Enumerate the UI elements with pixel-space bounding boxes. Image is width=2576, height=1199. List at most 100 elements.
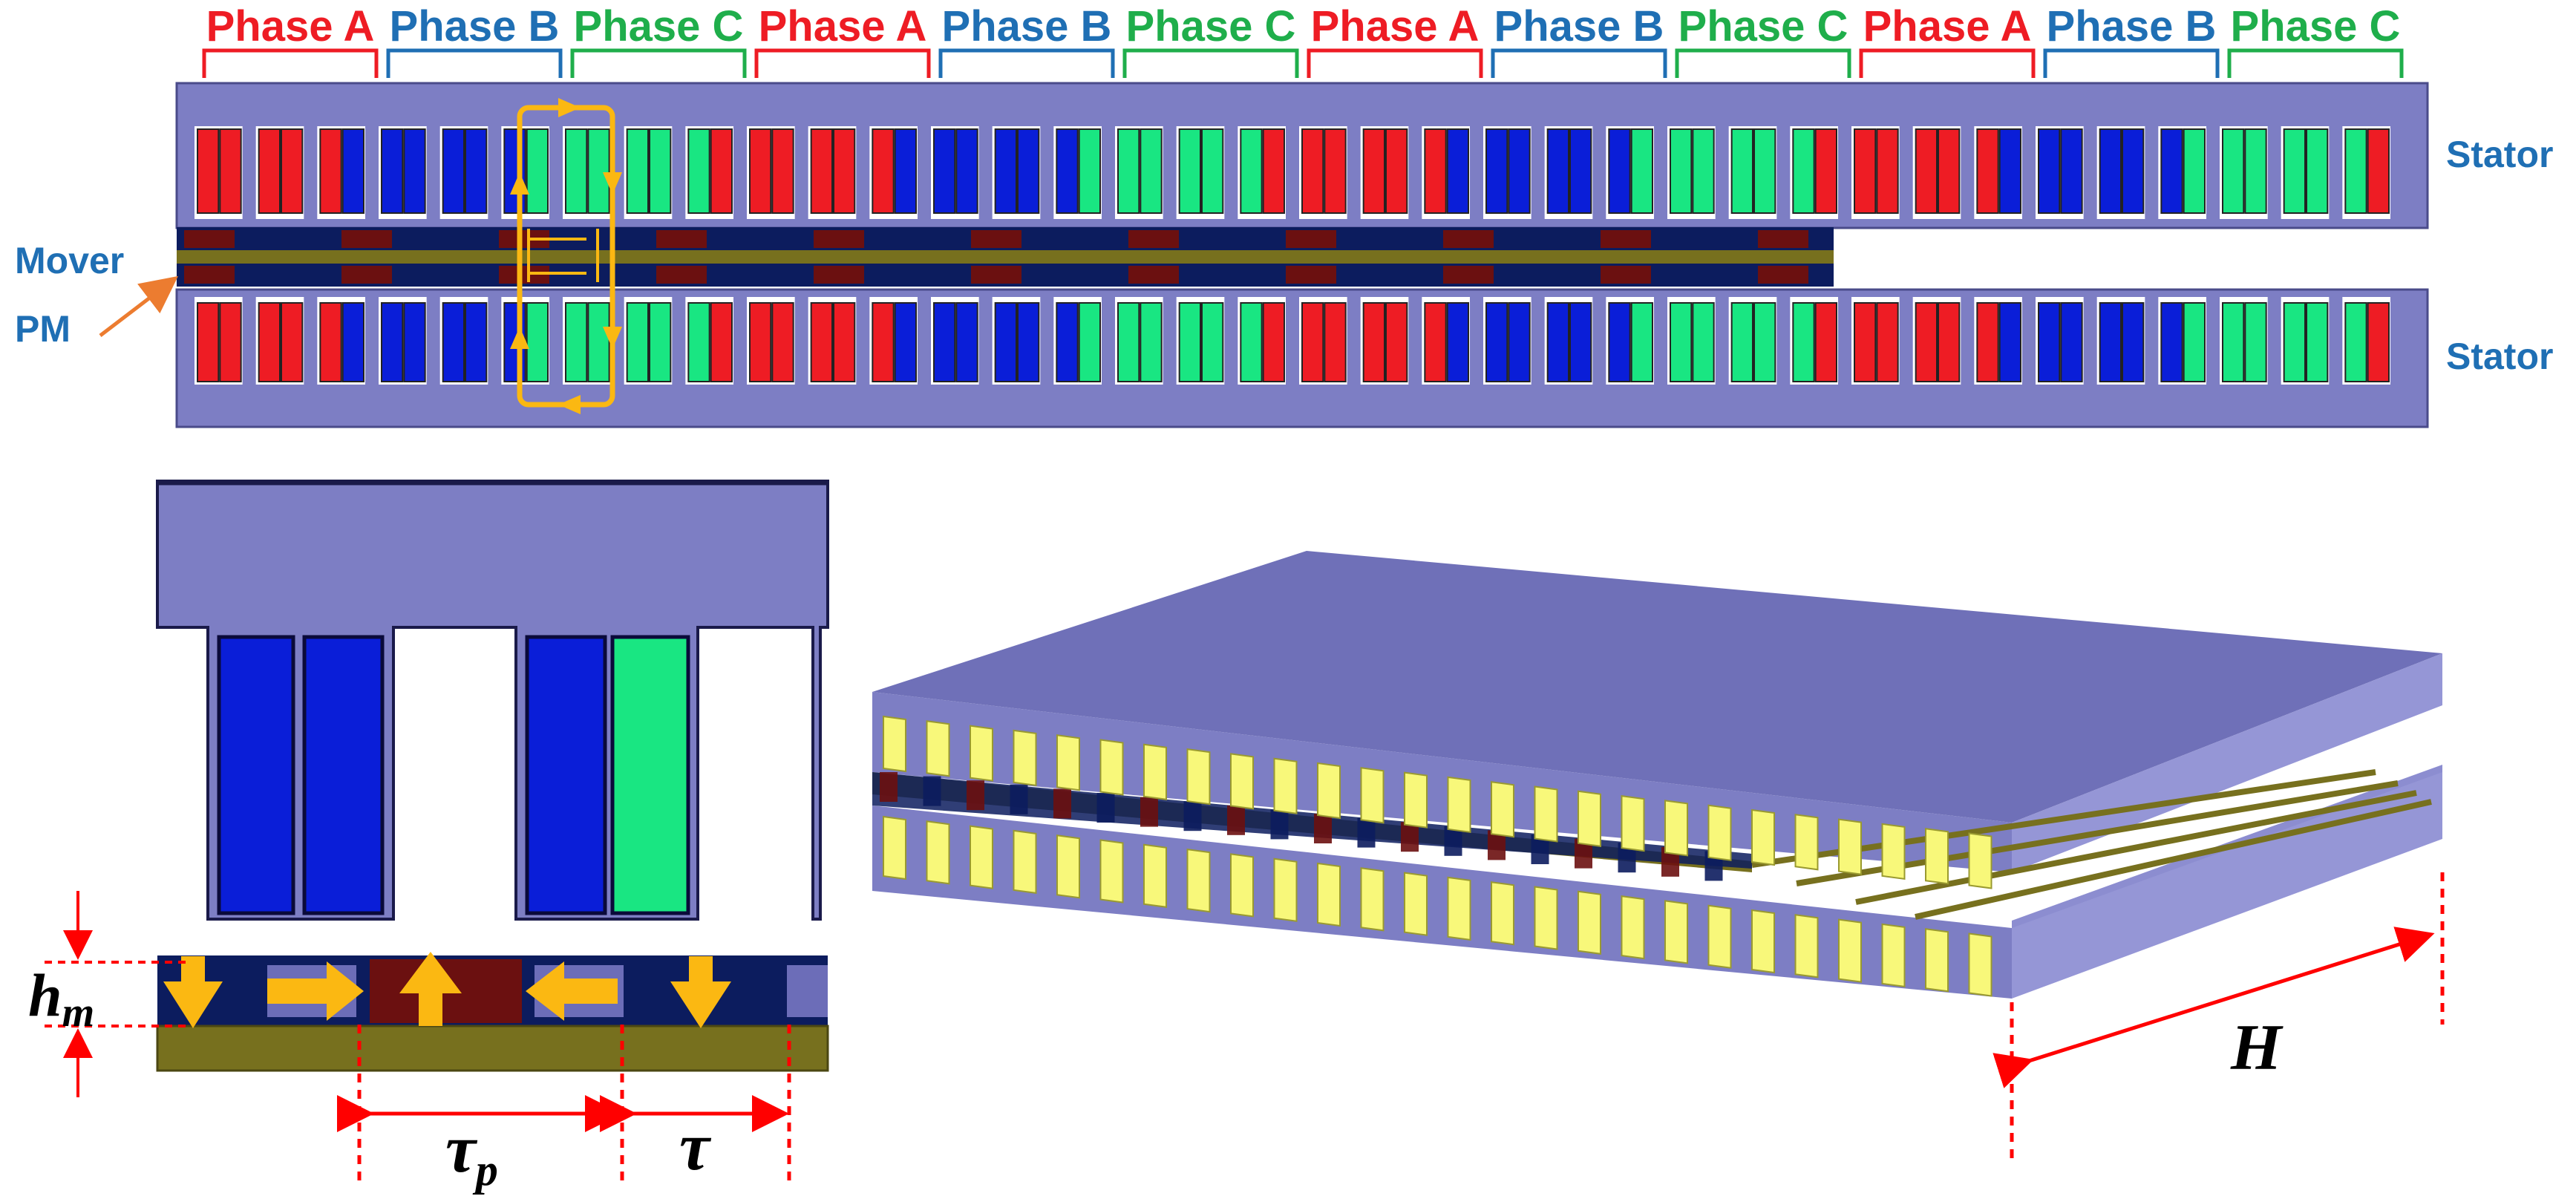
coil-side xyxy=(894,302,917,382)
pm-block xyxy=(735,230,785,248)
coil-side xyxy=(1140,128,1163,214)
magnet-arrow-down xyxy=(670,956,731,1028)
coil-side xyxy=(955,128,978,214)
phase-bracket xyxy=(386,48,563,78)
coil-side xyxy=(1362,128,1385,214)
detail-coil-green xyxy=(610,635,690,915)
coil-side xyxy=(1998,128,2022,214)
coil-side xyxy=(1385,302,1408,382)
detail-coil-blue-1 xyxy=(217,635,295,915)
coil-side xyxy=(565,128,588,214)
iso-slot xyxy=(1707,804,1732,861)
coil-side xyxy=(1608,302,1631,382)
coil-side xyxy=(1485,302,1508,382)
coil-side xyxy=(442,128,465,214)
stator-top-label: Stator xyxy=(2446,134,2553,175)
isometric-view: H xyxy=(872,551,2445,1158)
iso-slot xyxy=(1230,753,1254,810)
iso-pm-block xyxy=(1401,822,1419,852)
pm-block xyxy=(1364,266,1415,284)
iso-slot xyxy=(1838,818,1862,875)
pm-block xyxy=(420,266,471,284)
iso-pm-block xyxy=(1227,805,1245,835)
iso-slot xyxy=(1143,843,1167,908)
coil-side xyxy=(1692,128,1715,214)
coil-side xyxy=(994,302,1017,382)
coil-side xyxy=(281,128,304,214)
h-dimension xyxy=(1993,872,2445,1158)
pm-block xyxy=(1601,266,1651,284)
coil-side xyxy=(626,128,650,214)
iso-strip xyxy=(1855,790,2417,905)
pm-block xyxy=(814,266,864,284)
coil-side xyxy=(1301,302,1324,382)
pm-block xyxy=(971,230,1021,248)
coil-side xyxy=(1446,128,1469,214)
coil-side xyxy=(219,302,242,382)
iso-slot xyxy=(1751,909,1775,974)
pm-block xyxy=(184,266,235,284)
coil-side xyxy=(1792,302,1815,382)
pm-block xyxy=(656,230,707,248)
hm-dimension xyxy=(45,891,186,1097)
coil-side xyxy=(1630,128,1654,214)
tau-p-label-main: τ xyxy=(445,1111,478,1186)
phase-label: Phase A xyxy=(206,2,375,50)
phase-label: Phase C xyxy=(574,2,744,50)
iso-slot xyxy=(1621,794,1645,852)
iso-slot xyxy=(1186,748,1211,806)
iso-slot xyxy=(883,715,906,773)
iso-slot xyxy=(1099,839,1124,904)
coil-side xyxy=(587,302,610,382)
coil-side xyxy=(1446,302,1469,382)
coil-side xyxy=(894,128,917,214)
iso-slot xyxy=(1534,785,1558,843)
iso-slot xyxy=(1056,834,1080,899)
flux-arrow-head xyxy=(603,327,622,349)
pitch-dimensions xyxy=(337,1025,791,1180)
phase-label: Phase B xyxy=(2047,2,2217,50)
hm-label: hm xyxy=(28,961,94,1036)
pm-block xyxy=(1601,230,1651,248)
coil-side xyxy=(872,128,895,214)
coil-side xyxy=(1240,128,1263,214)
coil-side xyxy=(1938,128,1961,214)
pm-block xyxy=(1286,230,1336,248)
coil-side xyxy=(465,128,488,214)
phase-label: Phase C xyxy=(1126,2,1296,50)
pm-block xyxy=(184,230,235,248)
phase-bracket xyxy=(754,48,931,78)
iso-slot xyxy=(883,815,906,881)
coil-side xyxy=(1915,302,1938,382)
coil-side xyxy=(1876,128,1899,214)
pm-block xyxy=(1207,230,1258,248)
coil-side xyxy=(2344,128,2367,214)
iso-mover-magnets xyxy=(880,772,1723,881)
pm-block xyxy=(1758,230,1808,248)
tau-p-label: τp xyxy=(445,1111,498,1195)
coil-side xyxy=(933,128,956,214)
coil-side xyxy=(2183,302,2206,382)
coil-side xyxy=(649,302,672,382)
pm-block xyxy=(1207,266,1258,284)
detail-back-iron xyxy=(156,1025,829,1072)
iso-upper-top-face xyxy=(872,551,2442,823)
coil-side xyxy=(381,302,404,382)
iso-pm-block xyxy=(1140,797,1158,827)
iso-pm-block xyxy=(923,776,941,806)
coil-side xyxy=(687,302,710,382)
phase-bracket xyxy=(1122,48,1299,78)
coil-side xyxy=(1078,128,1101,214)
coil-side xyxy=(1262,302,1285,382)
magnet-arrow-down xyxy=(163,956,223,1028)
coil-side xyxy=(465,302,488,382)
iso-slot xyxy=(1491,781,1514,838)
coil-side xyxy=(771,302,794,382)
coil-side xyxy=(1201,128,1224,214)
coil-side xyxy=(1201,302,1224,382)
coil-side xyxy=(1362,302,1385,382)
iso-slot xyxy=(1925,928,1949,993)
iso-pm-block xyxy=(1314,814,1332,843)
iso-slot xyxy=(1491,881,1514,946)
